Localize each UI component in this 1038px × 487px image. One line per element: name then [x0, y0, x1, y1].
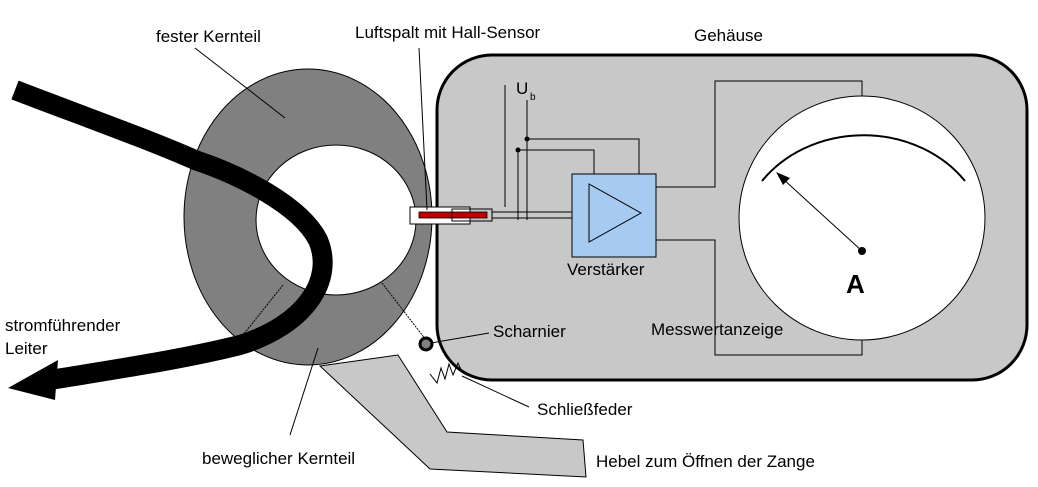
meter-face	[738, 95, 986, 341]
label-display: Messwertanzeige	[651, 320, 783, 339]
label-conductor-line2: Leiter	[5, 339, 48, 358]
meter-pivot	[858, 247, 866, 255]
meter-scale-arc	[761, 134, 966, 182]
amplifier-symbol	[588, 183, 643, 243]
core-split-line-left	[242, 284, 284, 336]
meter-wires	[656, 80, 863, 356]
label-conductor-line1: stromführender	[5, 316, 121, 335]
conductor-arrowhead	[8, 360, 58, 400]
hinge	[418, 336, 434, 352]
hall-sensor	[418, 211, 488, 219]
amplifier-box	[571, 173, 657, 258]
label-supply-voltage-subscript: b	[530, 92, 536, 103]
lever	[318, 354, 587, 478]
meter-needle-tip	[776, 172, 790, 185]
label-closing-spring: Schließfeder	[537, 400, 633, 419]
label-hinge: Scharnier	[493, 322, 566, 341]
label-movable-core: beweglicher Kernteil	[202, 449, 355, 468]
label-air-gap: Luftspalt mit Hall-Sensor	[355, 23, 541, 42]
sensor-wires	[492, 85, 640, 220]
wire-node-1	[515, 147, 521, 153]
label-lever: Hebel zum Öffnen der Zange	[596, 452, 815, 471]
label-amplifier: Verstärker	[567, 260, 645, 279]
label-ammeter: A	[846, 269, 865, 299]
hall-sensor-carrier	[451, 208, 493, 222]
label-fixed-core: fester Kernteil	[156, 27, 261, 46]
leader-lines	[194, 47, 530, 436]
meter-needle	[781, 177, 863, 252]
current-conductor	[11, 80, 333, 390]
closing-spring	[429, 361, 463, 385]
label-supply-voltage: U	[516, 79, 528, 98]
wire-node-2	[524, 136, 530, 142]
core-split-line-right	[381, 282, 427, 341]
label-housing: Gehäuse	[694, 26, 763, 45]
